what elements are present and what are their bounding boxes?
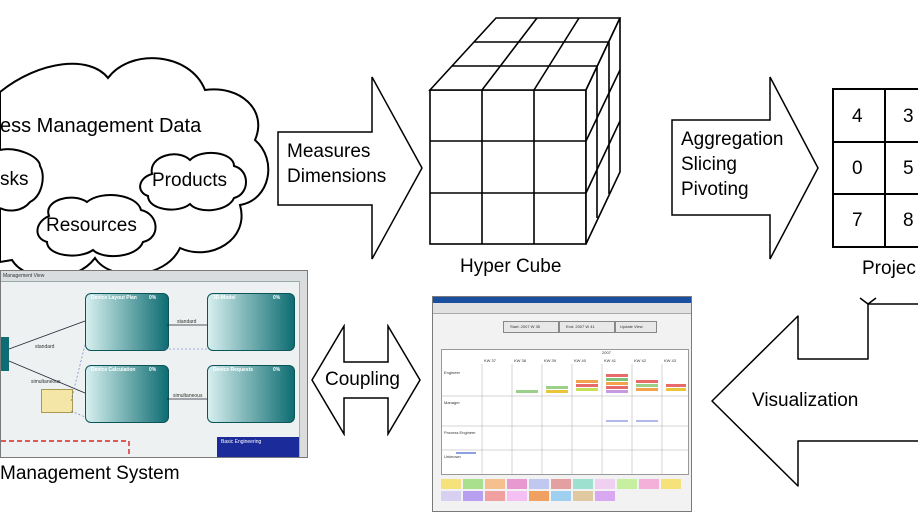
load-bars — [456, 374, 686, 454]
measures-arrow — [277, 76, 423, 260]
aggregation-arrow — [671, 76, 819, 260]
resources-bubble — [36, 194, 157, 258]
week-label: KW 37 — [484, 358, 497, 363]
system-caption: Management System — [0, 463, 180, 484]
cloud-item-products: Products — [152, 170, 227, 191]
viz-legend — [441, 479, 687, 505]
tasks-bubble — [0, 148, 44, 212]
visualization-arrow — [711, 297, 918, 487]
task-pct: 0% — [273, 367, 281, 373]
footer-bar — [217, 437, 299, 457]
task-title: Device Layout Plan — [91, 295, 137, 301]
task-title: 3D-Model — [213, 295, 236, 301]
week-label: KW 43 — [664, 358, 677, 363]
link-label: simultaneous — [31, 379, 61, 385]
week-label: KW 41 — [604, 358, 617, 363]
task-title: Device Requests — [213, 367, 254, 373]
cloud-item-tasks: sks — [0, 169, 29, 190]
projection-cell: 5 — [903, 158, 914, 179]
projection-caption: Projec — [862, 258, 916, 279]
small-doc-box[interactable] — [41, 389, 73, 413]
task-box[interactable] — [207, 365, 295, 423]
week-label: KW 40 — [574, 358, 587, 363]
tab-management-view[interactable]: Management View — [3, 273, 45, 279]
products-bubble — [139, 151, 247, 212]
projection-cell: 8 — [903, 210, 914, 231]
end-button[interactable]: End: 2007 W 41 — [559, 321, 615, 333]
task-pct: 0% — [149, 367, 157, 373]
update-button[interactable]: Update View — [615, 321, 657, 333]
visualization-screenshot: Start: 2007 W 35 End: 2007 W 41 Update V… — [432, 296, 692, 512]
visualization-label: Visualization — [752, 390, 859, 411]
projection-cell: 0 — [852, 158, 863, 179]
aggregation-label: Aggregation — [681, 129, 784, 150]
footer-label: Basic Engineering — [221, 439, 262, 445]
task-box[interactable] — [85, 293, 169, 351]
week-label: KW 42 — [634, 358, 647, 363]
week-label: KW 39 — [544, 358, 557, 363]
row-label: Process Engineer — [444, 430, 476, 435]
link-label: simultaneous — [173, 393, 203, 399]
task-pct: 0% — [273, 295, 281, 301]
slicing-label: Slicing — [681, 154, 737, 175]
row-label: Engineer — [444, 370, 461, 375]
task-box-partial[interactable] — [1, 337, 9, 371]
task-pct: 0% — [149, 295, 157, 301]
dimensions-label: Dimensions — [287, 166, 387, 187]
task-title: Device Calculation — [91, 367, 136, 373]
task-box[interactable] — [207, 293, 295, 351]
week-label: KW 38 — [514, 358, 527, 363]
projection-cell: 4 — [852, 106, 863, 127]
management-system-screenshot: Management View Device Layout Plan 0% 3D… — [0, 270, 308, 458]
pivoting-label: Pivoting — [681, 179, 749, 200]
cube-caption: Hyper Cube — [460, 256, 562, 277]
link-label: standard — [177, 319, 197, 325]
viz-chart-area: 2007 KW 37 KW 38 KW 39 KW 40 KW 41 KW 42… — [441, 349, 689, 475]
hyper-cube — [428, 17, 622, 245]
start-button[interactable]: Start: 2007 W 35 — [503, 321, 559, 333]
cloud-item-resources: Resources — [46, 215, 137, 236]
scrollbar[interactable] — [299, 281, 307, 457]
projection-table: 4 3 0 5 7 8 — [832, 88, 918, 248]
link-label: standard — [35, 344, 55, 350]
coupling-label: Coupling — [325, 369, 400, 390]
projection-cell: 7 — [852, 210, 863, 231]
task-box[interactable] — [85, 365, 169, 423]
measures-label: Measures — [287, 141, 371, 162]
viz-grid — [442, 364, 688, 474]
row-label: Manager — [444, 400, 460, 405]
task-connectors — [1, 320, 207, 457]
year-label: 2007 — [602, 350, 611, 355]
coupling-arrow — [311, 324, 421, 436]
projection-cell: 3 — [903, 106, 914, 127]
row-label: Unknown — [444, 454, 461, 459]
toolbar: Start: 2007 W 35 End: 2007 W 41 Update V… — [433, 319, 691, 335]
cloud-title: ess Management Data — [0, 115, 202, 137]
